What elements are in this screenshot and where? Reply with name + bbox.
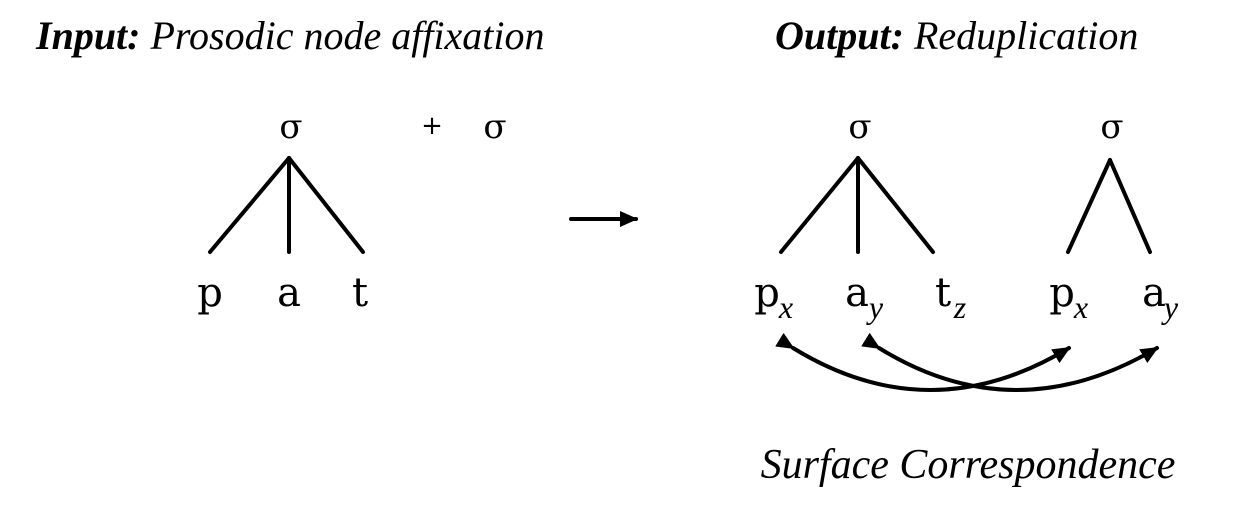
output-label: Output: — [775, 13, 904, 58]
base-branch-left — [779, 156, 860, 254]
red-index-y: y — [1161, 289, 1179, 325]
input-seg-a: a — [277, 270, 301, 316]
base-seg-a: a — [845, 270, 869, 316]
base-index-x: x — [778, 289, 793, 325]
output-base-tree: σ p x a y t z — [754, 107, 967, 325]
plus-sign: + — [421, 111, 443, 141]
input-seg-t: t — [352, 270, 368, 316]
affix-sigma: σ — [483, 107, 506, 147]
input-heading: Input: Prosodic node affixation — [36, 12, 545, 59]
output-title: Reduplication — [913, 13, 1139, 58]
input-sigma-root: σ — [279, 107, 302, 147]
input-title: Prosodic node affixation — [150, 13, 545, 58]
base-sigma-root: σ — [848, 107, 871, 147]
correspondence-arc-y — [861, 332, 1159, 392]
input-tree: σ p a t + σ — [197, 107, 506, 316]
base-index-z: z — [953, 289, 967, 325]
reduplicant-sigma-root: σ — [1100, 107, 1123, 147]
red-branch-right — [1108, 158, 1152, 254]
red-seg-a: a — [1142, 270, 1166, 316]
base-index-y: y — [866, 289, 884, 325]
red-seg-p: p — [1049, 270, 1075, 316]
output-reduplicant-tree: σ p x a y — [1049, 107, 1179, 325]
input-seg-p: p — [197, 270, 223, 316]
input-branch-right — [287, 156, 365, 254]
base-branch-right — [856, 156, 935, 254]
red-branch-left — [1066, 158, 1112, 254]
base-seg-p: p — [754, 270, 780, 316]
output-heading: Output: Reduplication — [775, 12, 1138, 59]
input-label: Input: — [36, 13, 141, 58]
correspondence-arc-x — [775, 332, 1071, 392]
surface-correspondence-caption: Surface Correspondence — [761, 442, 1176, 488]
base-seg-t: t — [935, 270, 951, 316]
input-branch-left — [208, 156, 291, 254]
red-index-x: x — [1073, 289, 1088, 325]
